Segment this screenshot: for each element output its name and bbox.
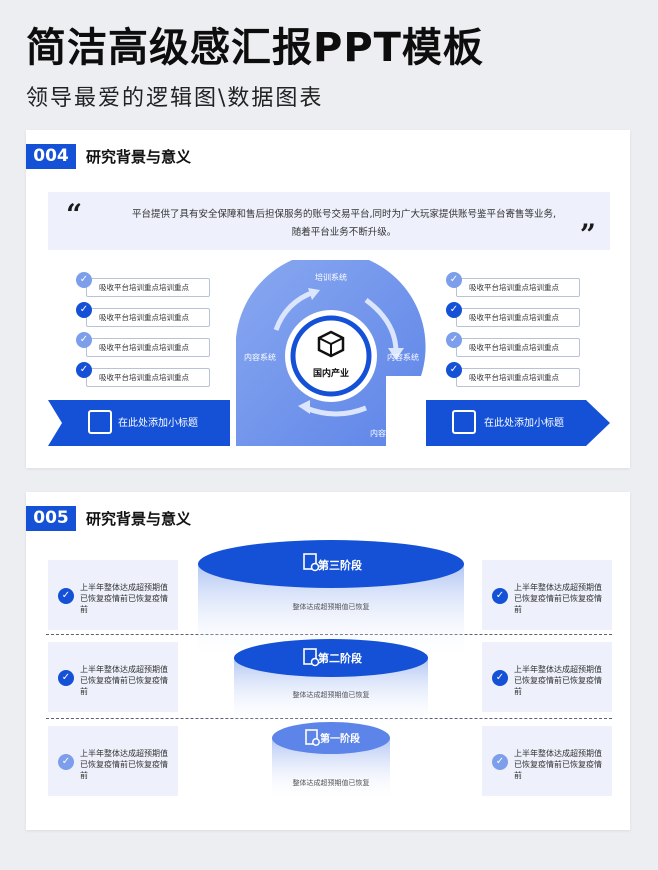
section-title: 研究背景与意义	[86, 510, 192, 528]
hero-title: 简洁高级感汇报PPT模板	[26, 25, 484, 71]
section-header: 005 研究背景与意义	[26, 506, 191, 531]
check-icon: ✓	[446, 362, 462, 378]
stage-name: 第三阶段	[318, 558, 362, 572]
list-item: 吸收平台培训重点培训重点 ✓	[76, 272, 216, 299]
stage-top	[234, 639, 428, 677]
info-box-text: 上半年整体达成超预期值已恢复疫情前已恢复疫情前	[80, 583, 168, 614]
check-icon: ✓	[492, 588, 508, 604]
stage-desc: 整体达成超预期值已恢复	[293, 690, 370, 699]
quote-text: 平台提供了具有安全保障和售后担保服务的账号交易平台,同时为广大玩家提供账号鉴平台…	[131, 209, 557, 238]
cycle-arrow	[305, 405, 367, 417]
quote-close-icon: ”	[579, 218, 596, 251]
list-item-label: 吸收平台培训重点培训重点	[86, 308, 210, 327]
info-box-text: 上半年整体达成超预期值已恢复疫情前已恢复疫情前	[514, 665, 602, 696]
list-item-label: 吸收平台培训重点培训重点	[86, 338, 210, 357]
subtitle-arrow-left: 在此处添加小标题	[48, 400, 230, 446]
check-icon: ✓	[446, 302, 462, 318]
doc-search-icon	[305, 729, 320, 746]
cycle-arrow	[364, 297, 399, 353]
info-box: ✓ 上半年整体达成超预期值已恢复疫情前已恢复疫情前	[482, 642, 612, 712]
list-item-label: 吸收平台培训重点培训重点	[456, 338, 580, 357]
subtitle-arrow-right: 在此处添加小标题	[426, 400, 610, 446]
check-icon: ✓	[446, 332, 462, 348]
quote-panel: “ 平台提供了具有安全保障和售后担保服务的账号交易平台,同时为广大玩家提供账号鉴…	[48, 192, 610, 251]
chart-upload-icon	[88, 410, 112, 434]
info-box-text: 上半年整体达成超预期值已恢复疫情前已恢复疫情前	[514, 749, 602, 780]
list-item: 吸收平台培训重点培训重点 ✓	[76, 362, 216, 389]
section-header: 004 研究背景与意义	[26, 144, 191, 169]
left-checklist: 吸收平台培训重点培训重点 ✓ 吸收平台培训重点培训重点 ✓ 吸收平台培训重点培训…	[76, 272, 216, 398]
arrow-right-label: 在此处添加小标题	[484, 418, 564, 429]
check-icon: ✓	[76, 272, 92, 288]
check-icon: ✓	[76, 332, 92, 348]
list-item: 吸收平台培训重点培训重点 ✓	[76, 302, 216, 329]
cycle-label-left: 内容系统	[244, 352, 276, 362]
info-box-text: 上半年整体达成超预期值已恢复疫情前已恢复疫情前	[514, 583, 602, 614]
cycle-arrow-head	[388, 348, 404, 360]
list-item: 吸收平台培训重点培训重点 ✓	[76, 332, 216, 359]
stage-desc: 整体达成超预期值已恢复	[293, 602, 370, 611]
info-box: ✓ 上半年整体达成超预期值已恢复疫情前已恢复疫情前	[482, 560, 612, 630]
info-box: ✓ 上半年整体达成超预期值已恢复疫情前已恢复疫情前	[48, 726, 178, 796]
cycle-center-label: 国内产业	[313, 367, 349, 379]
check-icon: ✓	[58, 754, 74, 770]
list-item: 吸收平台培训重点培训重点 ✓	[446, 272, 586, 299]
info-box-text: 上半年整体达成超预期值已恢复疫情前已恢复疫情前	[80, 749, 168, 780]
cycle-label-right: 内容系统	[387, 352, 419, 362]
check-icon: ✓	[76, 362, 92, 378]
list-item-label: 吸收平台培训重点培训重点	[456, 278, 580, 297]
cube-icon	[317, 330, 345, 358]
stage-name: 第二阶段	[318, 651, 362, 665]
check-icon: ✓	[492, 670, 508, 686]
check-icon: ✓	[58, 670, 74, 686]
list-item-label: 吸收平台培训重点培训重点	[456, 368, 580, 387]
slide-card-004: 004 研究背景与意义 “ 平台提供了具有安全保障和售后担保服务的账号交易平台,…	[26, 130, 630, 468]
cycle-arrow-head	[308, 288, 320, 300]
stage-name: 第一阶段	[320, 732, 360, 745]
hero: 简洁高级感汇报PPT模板 领导最爱的逻辑图\数据图表	[26, 22, 484, 112]
cycle-arrow-head	[298, 400, 310, 414]
stage-desc: 整体达成超预期值已恢复	[293, 778, 370, 787]
cycle-arrow	[273, 289, 315, 331]
doc-search-icon	[303, 553, 320, 572]
right-checklist: 吸收平台培训重点培训重点 ✓ 吸收平台培训重点培训重点 ✓ 吸收平台培训重点培训…	[446, 272, 586, 398]
section-title: 研究背景与意义	[86, 148, 192, 166]
arrow-left-label: 在此处添加小标题	[118, 418, 198, 429]
info-box-text: 上半年整体达成超预期值已恢复疫情前已恢复疫情前	[80, 665, 168, 696]
info-box: ✓ 上半年整体达成超预期值已恢复疫情前已恢复疫情前	[48, 642, 178, 712]
check-icon: ✓	[446, 272, 462, 288]
list-item: 吸收平台培训重点培训重点 ✓	[446, 302, 586, 329]
list-item-label: 吸收平台培训重点培训重点	[86, 368, 210, 387]
slide-card-005: 005 研究背景与意义 ✓ 上半年整体达成超预期值已恢复疫情前已恢复疫情前 ✓ …	[26, 492, 630, 830]
hero-subtitle: 领导最爱的逻辑图\数据图表	[26, 86, 324, 111]
stage-cylinders: 第三阶段 整体达成超预期值已恢复 第二阶段 整体达成超预期值已恢复 第一阶段 整…	[198, 540, 464, 802]
section-number: 004	[26, 144, 76, 169]
doc-search-icon	[303, 648, 320, 667]
stage-top	[198, 540, 464, 588]
cycle-label-bottom: 内容系统	[370, 428, 402, 438]
list-item: 吸收平台培训重点培训重点 ✓	[446, 332, 586, 359]
list-item: 吸收平台培训重点培训重点 ✓	[446, 362, 586, 389]
list-item-label: 吸收平台培训重点培训重点	[456, 308, 580, 327]
stage-top	[272, 722, 390, 754]
cycle-diagram: 国内产业 培训系统 内容系统 内容系统 内容系统	[236, 260, 426, 446]
check-icon: ✓	[492, 754, 508, 770]
info-box: ✓ 上半年整体达成超预期值已恢复疫情前已恢复疫情前	[48, 560, 178, 630]
cycle-label-top: 培训系统	[315, 272, 347, 282]
grid-search-icon	[452, 410, 476, 434]
check-icon: ✓	[76, 302, 92, 318]
check-icon: ✓	[58, 588, 74, 604]
section-number: 005	[26, 506, 76, 531]
list-item-label: 吸收平台培训重点培训重点	[86, 278, 210, 297]
info-box: ✓ 上半年整体达成超预期值已恢复疫情前已恢复疫情前	[482, 726, 612, 796]
quote-open-icon: “	[66, 198, 83, 231]
